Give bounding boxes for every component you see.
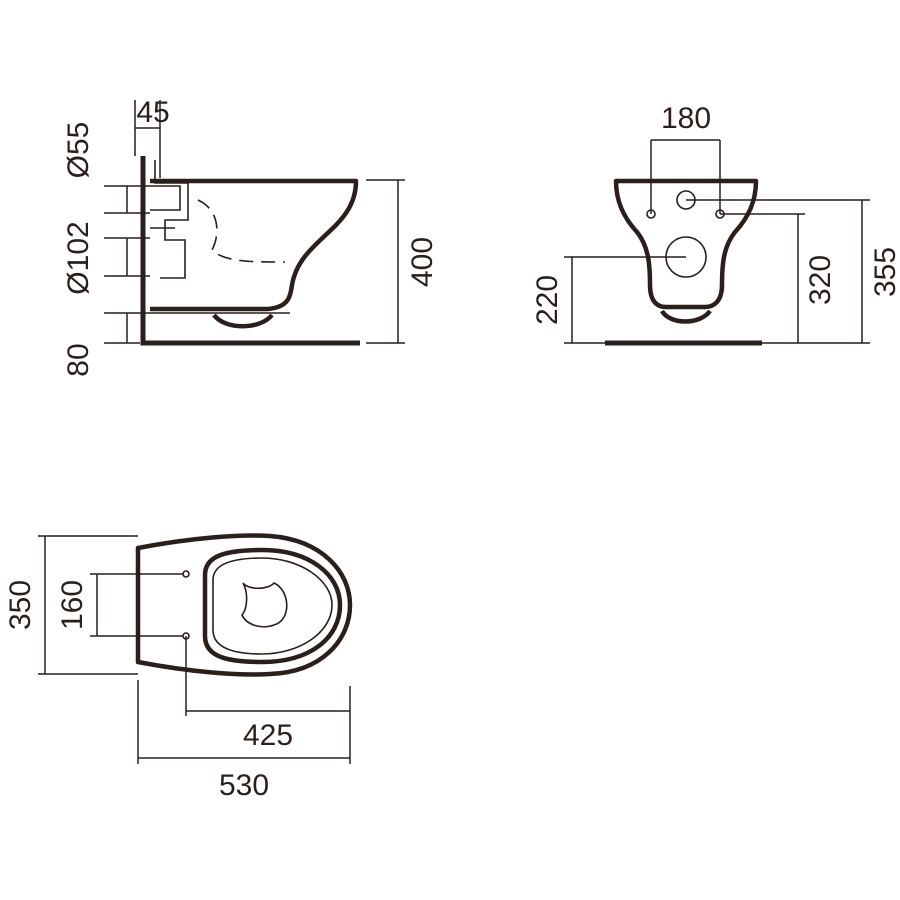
dim-diameter-55-label: Ø55: [62, 122, 95, 179]
top-flush-symbol: [241, 582, 288, 628]
dim-80-label: 80: [62, 343, 95, 376]
dim-45-label: 45: [136, 96, 169, 129]
dim-diameter-102-label: Ø102: [62, 221, 95, 294]
dim-160-label: 160: [56, 580, 89, 630]
front-bowl-outline: [613, 178, 759, 310]
side-bowl-outline: [150, 178, 359, 312]
front-view: 180 220 320 355: [531, 102, 900, 346]
top-view: 350 160 425 530: [4, 533, 353, 802]
dim-355-label: 355: [869, 247, 900, 297]
dim-425-label: 425: [243, 719, 293, 752]
top-fix-hole-upper: [182, 570, 190, 578]
dim-220-label: 220: [531, 275, 564, 325]
wall-and-floor: [140, 156, 360, 346]
side-trap-hidden: [197, 199, 286, 263]
top-bowl-inner: [212, 557, 333, 655]
dim-180-label: 180: [661, 102, 711, 135]
front-outlet: [660, 309, 712, 324]
top-rim: [202, 547, 343, 665]
dim-320-label: 320: [804, 255, 837, 305]
dim-350-label: 350: [4, 580, 37, 630]
dim-530-label: 530: [219, 769, 269, 802]
side-view: 45 Ø55 Ø102 80 400: [62, 96, 439, 377]
dim-400-label: 400: [406, 237, 439, 287]
top-outer-outline: [135, 533, 353, 677]
side-outlet: [212, 313, 274, 329]
